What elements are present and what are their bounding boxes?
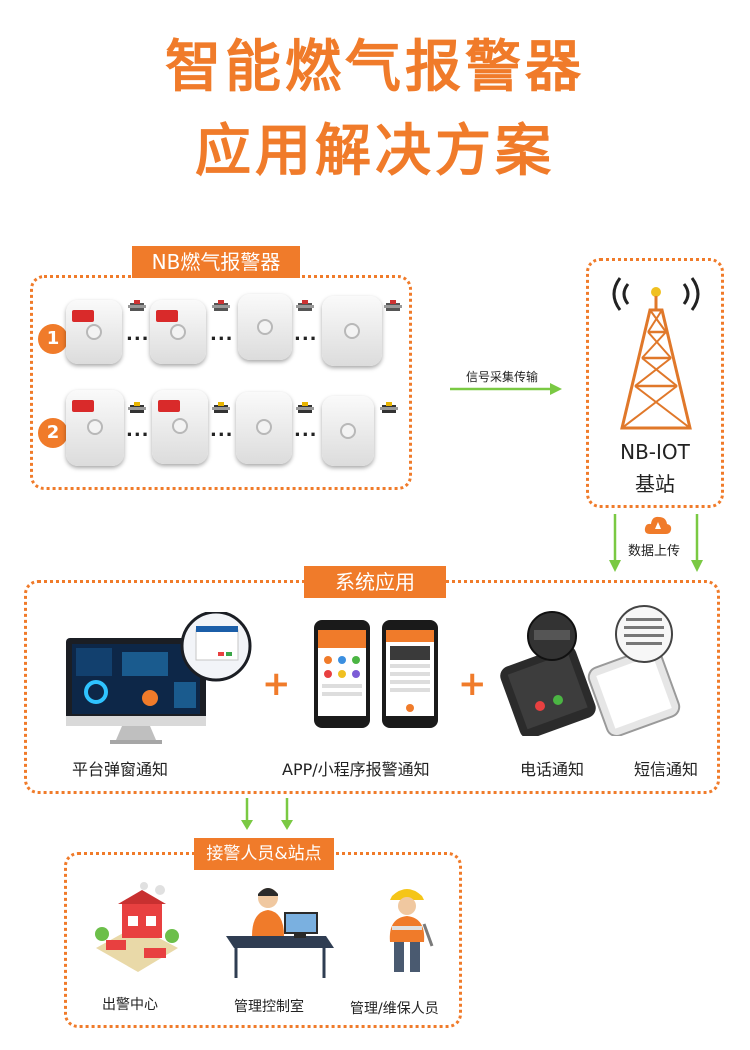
arrow-label: 信号采集传输 [466,370,539,384]
ellipsis: ... [126,324,150,345]
maintenance-staff-label: 管理/维保人员 [350,1001,439,1017]
title-line-1: 智能燃气报警器 [165,35,585,100]
down-arrow-icon [241,798,253,830]
base-station-box [586,258,724,508]
base-station-line-2: 基站 [635,472,675,496]
gas-detector [236,392,292,464]
ellipsis: ... [210,324,234,345]
sms-alert-label: 短信通知 [634,760,699,779]
ellipsis: ... [294,324,318,345]
ellipsis: ... [126,420,150,441]
plus-sign: + [262,664,291,704]
right-arrow-icon [450,383,562,395]
plus-sign: + [458,664,487,704]
gas-detector [322,396,374,466]
gas-detector [66,300,122,364]
valve-icon [212,300,230,311]
app-alert-label: APP/小程序报警通知 [282,760,430,779]
gas-detector [150,300,206,364]
phone-call-icon [500,611,596,736]
row-1-badge: 1 [38,324,68,354]
detectors-tag: NB燃气报警器 [132,246,300,278]
gas-detector [322,296,382,366]
row-2-badge: 2 [38,418,68,448]
tower-icon [612,277,700,430]
valve-icon [212,402,230,413]
platform-popup-label: 平台弹窗通知 [72,760,169,779]
cloud-alarm-icon [644,516,672,534]
down-arrow-icon [691,514,703,572]
ellipsis: ... [294,420,318,441]
down-arrow-icon [281,798,293,830]
phone-alert-label: 电话通知 [520,760,585,779]
maintenance-worker-icon [389,889,434,972]
title-line-2: 应用解决方案 [195,119,555,184]
monitor-icon [66,612,252,744]
valve-icon [296,402,314,413]
ellipsis: ... [210,420,234,441]
valve-icon [384,300,402,311]
receivers-tag: 接警人员&站点 [194,838,334,870]
gas-detector [66,390,124,466]
upload-label: 数据上传 [628,544,681,559]
down-arrow-icon [609,514,621,572]
control-room-label: 管理控制室 [234,999,304,1015]
valve-icon [128,402,146,413]
valve-icon [128,300,146,311]
system-tag: 系统应用 [304,566,446,598]
gas-detector [238,294,292,360]
base-station-line-1: NB-IOT [620,440,690,464]
phones-icon [314,620,438,728]
sms-phone-icon [587,605,681,736]
gas-detector [152,390,208,464]
valve-icon [296,300,314,311]
dispatch-center-icon [95,882,179,972]
control-room-icon [226,888,334,978]
dispatch-center-label: 出警中心 [102,997,158,1013]
valve-icon [380,402,398,413]
